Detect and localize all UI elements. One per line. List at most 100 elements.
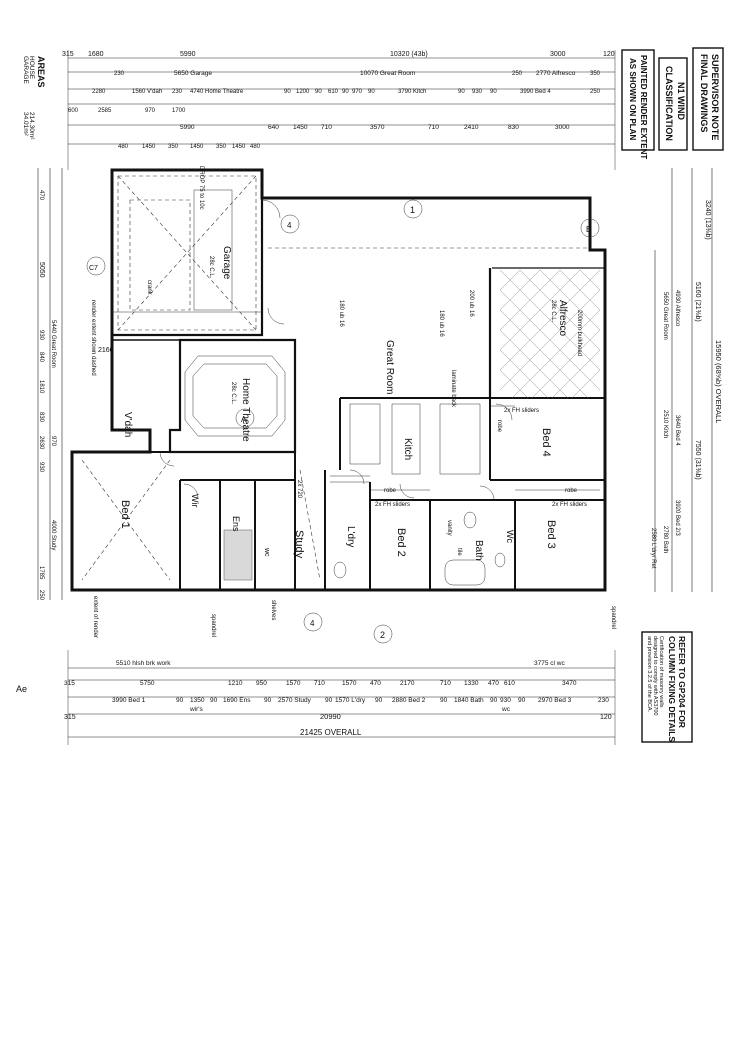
- note-lintel-2: 180 ub 16: [438, 310, 444, 337]
- wind-classification-line2: CLASSIFICATION: [664, 66, 674, 141]
- top-dim-kitch: 3790 Kitch: [398, 89, 426, 95]
- right-dim-kitch: 2510 Kitch: [662, 410, 668, 438]
- kitchen-bench: [349, 403, 481, 475]
- left-dim-830: 830: [38, 412, 44, 423]
- areas-table: AREAS HOUSE GARAGE 214.30m² 34.01m²: [22, 56, 46, 140]
- room-alfresco: Alfresco: [557, 300, 568, 337]
- top-dim-930: 930: [472, 89, 483, 95]
- section-marker-a4-top: 4: [287, 221, 292, 230]
- top-dim-250b: 250: [590, 89, 601, 95]
- top-dim-10320: 10320 (43b): [390, 51, 428, 58]
- top-dim-alfresco: 2770 Alfresco: [536, 70, 576, 77]
- top-dim-2280: 2280: [92, 89, 106, 95]
- bottom-dim-470a: 470: [370, 680, 381, 687]
- left-dimensions: 5050 5440 Great Room 4000 Study 2160 470…: [37, 168, 114, 601]
- note-crank: crank: [146, 280, 152, 296]
- render-dashed-lines: [81, 175, 590, 581]
- room-bed4: Bed 4: [540, 428, 552, 457]
- render-extent-line1: PAINTED RENDER EXTENT: [639, 55, 648, 159]
- bottom-dim-90g: 90: [490, 697, 498, 704]
- note-drop: DROP 75 to 10c: [198, 166, 204, 210]
- room-wc-small: wc: [263, 547, 270, 557]
- supervisor-note-line1: SUPERVISOR NOTE: [710, 54, 720, 140]
- note-lintel-1: 180 ub 16: [338, 300, 344, 327]
- left-dim-great-room: 5440 Great Room: [50, 320, 56, 368]
- room-garage: Garage: [221, 246, 232, 280]
- north-symbol: Ae: [16, 684, 27, 694]
- left-dim-930b: 930: [38, 462, 44, 473]
- top-dim-2410: 2410: [464, 124, 479, 131]
- top-dim-great-room: 10070 Great Room: [360, 70, 415, 77]
- areas-title: AREAS: [36, 56, 46, 88]
- top-dim-5990: 5990: [180, 51, 196, 58]
- door-swings: [159, 199, 513, 501]
- alfresco-hatching: [499, 269, 601, 399]
- top-dim-830: 830: [508, 124, 519, 131]
- top-dim-230: 230: [114, 71, 125, 77]
- top-dim-5990b: 5990: [180, 124, 195, 131]
- wind-classification-box: N1 WIND CLASSIFICATION: [658, 57, 688, 151]
- note-shelves: shelves: [270, 600, 276, 620]
- areas-garage-value: 34.01m²: [22, 112, 29, 137]
- room-kitch: Kitch: [402, 438, 413, 460]
- bottom-dim-3470: 3470: [562, 680, 577, 687]
- note-pier: 2x 720: [296, 480, 302, 499]
- top-dim-710b: 710: [428, 124, 439, 131]
- bottom-dim-bed2: 2880 Bed 2: [392, 697, 426, 704]
- bottom-dim-1570a: 1570: [286, 680, 301, 687]
- bottom-dim-ens: 1690 Ens: [223, 697, 251, 704]
- note-ceiling-1: 28c C.L.: [208, 256, 214, 279]
- top-dim-315: 315: [62, 51, 74, 58]
- right-dim-great-room: 5650 Great Room: [662, 292, 668, 340]
- bottom-dim-610: 610: [504, 680, 515, 687]
- left-dim-2160: 2160: [98, 347, 114, 354]
- top-dim-vdah: 1560 V'dah: [132, 89, 162, 95]
- bottom-dim-wc: wc: [501, 706, 511, 713]
- right-dim-3240: 3240 (13⅜b): [704, 200, 711, 240]
- top-dim-970: 970: [352, 89, 363, 95]
- top-dim-710a: 710: [321, 124, 332, 131]
- note-robe-3: robe: [496, 420, 502, 433]
- room-bath: Bath: [473, 540, 484, 561]
- bottom-dim-5750: 5750: [140, 680, 155, 687]
- bottom-dim-90b: 90: [210, 697, 218, 704]
- left-dim-1810: 1810: [38, 380, 44, 394]
- masonry-line3: and provision 3.2.5 of the BCA.: [646, 636, 652, 713]
- left-dim-1785: 1785: [38, 566, 44, 580]
- top-dimensions: 315 1680 5990 10320 (43b) 3000 120 230 5…: [62, 50, 616, 170]
- right-overall-depth: 15950 (68⅝b) OVERALL: [714, 340, 723, 423]
- supervisor-note-box: SUPERVISOR NOTE FINAL DRAWINGS: [692, 47, 724, 151]
- masonry-line2: designed to comply with AS3700: [652, 636, 658, 716]
- top-dim-1450c: 1450: [232, 144, 246, 150]
- top-dim-90b: 90: [315, 89, 322, 95]
- top-dim-250a: 250: [512, 71, 523, 77]
- right-dim-bath: 2780 Bath: [662, 526, 668, 553]
- note-laminate: laminate back: [450, 370, 456, 408]
- bottom-dim-90h: 90: [518, 697, 526, 704]
- bottom-dim-study: 2570 Study: [278, 697, 312, 704]
- top-dim-3000: 3000: [550, 51, 566, 58]
- bottom-dim-1350: 1350: [190, 697, 205, 704]
- note-robe-1: robe: [384, 488, 397, 494]
- north-label: Ae: [16, 684, 27, 694]
- bottom-overall: 21425 OVERALL: [300, 728, 362, 737]
- top-dim-350a: 350: [168, 144, 179, 150]
- bottom-dim-315: 315: [64, 680, 75, 687]
- bottom-dim-bath: 1840 Bath: [454, 697, 484, 704]
- top-dim-350: 350: [590, 71, 601, 77]
- top-dim-2585: 2585: [98, 108, 112, 114]
- bottom-dim-90f: 90: [440, 697, 448, 704]
- top-dim-1680: 1680: [88, 51, 104, 58]
- right-dim-5160: 5160 (21⅜b): [694, 282, 701, 322]
- section-marker-a3: A: [241, 415, 247, 424]
- note-extent-render: extent of render: [92, 596, 98, 638]
- areas-garage-label: GARAGE: [22, 56, 29, 84]
- bottom-dim-ldry: 1570 L'dry: [335, 697, 366, 704]
- building-walls: [70, 168, 607, 592]
- bottom-dim-wirs: wir's: [189, 706, 204, 713]
- garage-details: [112, 189, 262, 313]
- bottom-dim-710a: 710: [314, 680, 325, 687]
- right-dim-7550: 7550 (31⅜b): [694, 440, 701, 480]
- note-render-extent: render extent shown dashed: [90, 300, 96, 376]
